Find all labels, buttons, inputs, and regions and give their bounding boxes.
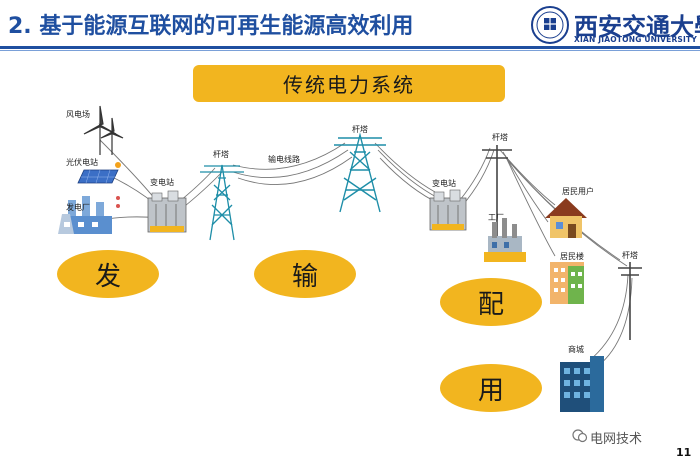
label-transmission-line: 输电线路 (268, 155, 300, 164)
university-name: 西安交通大學 (574, 12, 700, 41)
label-tower-3: 杆塔 (492, 133, 508, 142)
title-divider-thin (0, 50, 700, 51)
stage-distribution: 配 (440, 278, 542, 326)
stage-transmission: 输 (254, 250, 356, 298)
label-tower-1: 杆塔 (213, 150, 229, 159)
slide-title: 2. 基于能源互联网的可再生能源高效利用 (8, 14, 414, 39)
watermark-text: 电网技术 (590, 432, 643, 447)
stage-generation: 发 (57, 250, 159, 298)
title-divider (0, 46, 700, 49)
transmission-tower-icon-2 (334, 132, 386, 213)
system-title: 传统电力系统 (283, 73, 415, 97)
substation-icon-1 (147, 190, 187, 233)
factory-icon (484, 218, 526, 262)
label-factory: 工厂 (488, 213, 504, 222)
label-solar-station: 光伏电站 (66, 158, 98, 167)
label-mall: 商城 (568, 345, 584, 354)
label-resident-user: 居民用户 (562, 187, 594, 196)
residential-building-icon (550, 262, 584, 304)
power-plant-icon (58, 196, 120, 234)
solar-panel-icon (77, 162, 121, 184)
power-lines (99, 139, 633, 367)
mall-icon (560, 356, 604, 412)
university-seal-icon (531, 6, 569, 44)
page-number: 11 (676, 446, 692, 459)
label-substation-2: 变电站 (432, 179, 456, 188)
wechat-icon (572, 429, 588, 443)
label-wind-farm: 风电场 (66, 110, 90, 119)
transmission-tower-icon-1 (200, 164, 244, 241)
stage-consumption: 用 (440, 364, 542, 412)
label-power-plant: 发电厂 (66, 203, 90, 212)
system-title-box: 传统电力系统 (193, 65, 505, 102)
house-icon (545, 198, 587, 238)
label-substation-1: 变电站 (150, 178, 174, 187)
substation-icon-2 (429, 189, 467, 231)
label-tower-2: 杆塔 (352, 125, 368, 134)
wind-turbine-icon (83, 105, 124, 155)
utility-pole-icon-4 (618, 262, 642, 340)
label-residential-building: 居民楼 (560, 252, 584, 261)
label-tower-4: 杆塔 (622, 251, 638, 260)
university-name-en: XIAN JIAOTONG UNIVERSITY (574, 35, 697, 44)
